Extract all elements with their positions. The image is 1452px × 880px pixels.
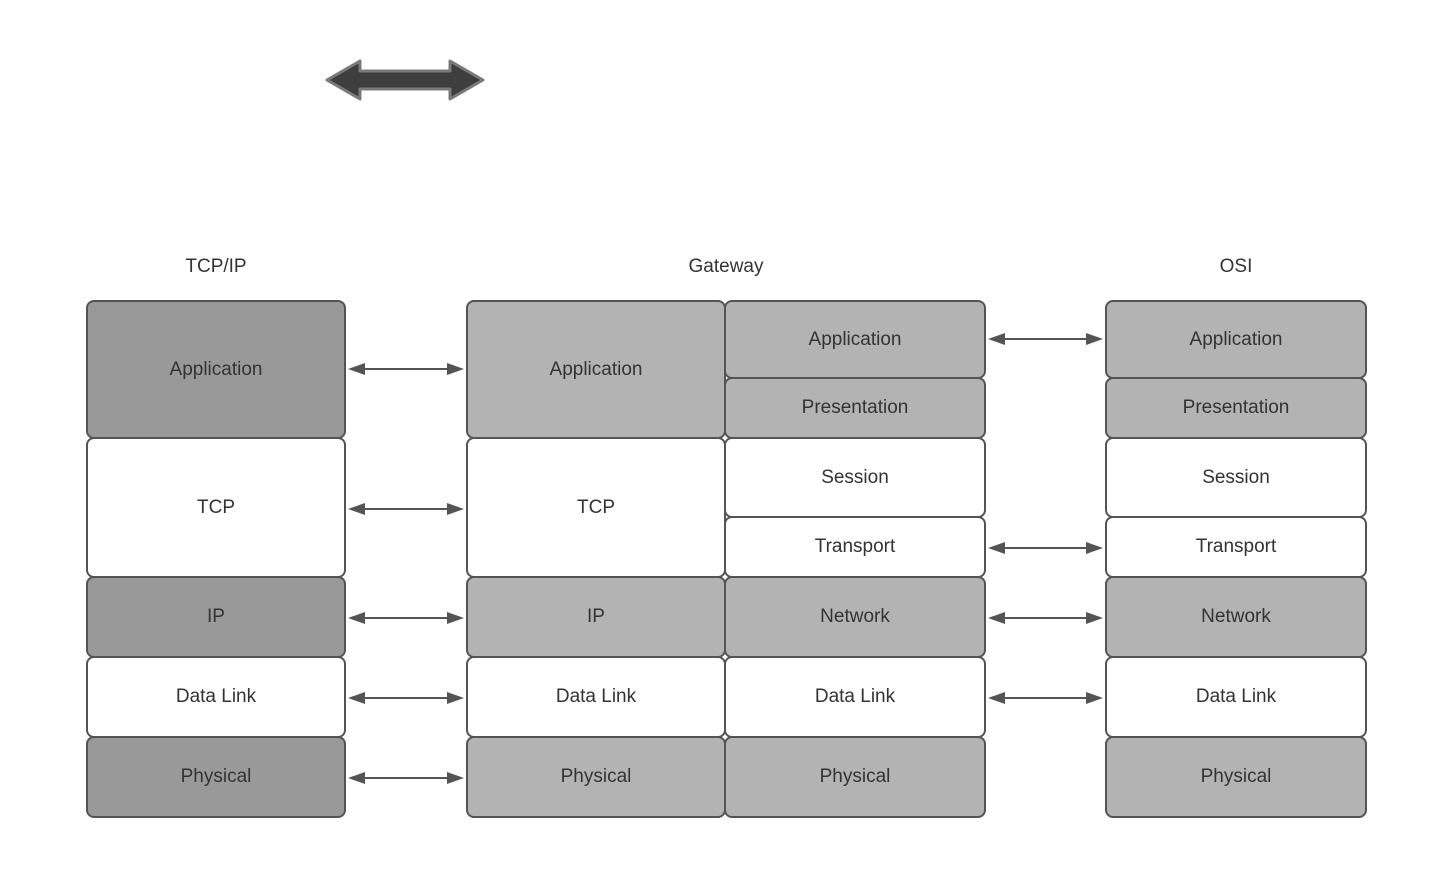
double-arrow-icon-gateway-to-osi-transport [988, 542, 1103, 554]
layer-box-gateway-right-data-link: Data Link [724, 656, 986, 738]
column-header-tcpip: TCP/IP [185, 256, 247, 277]
layer-box-tcpip-physical: Physical [86, 736, 346, 818]
layer-box-gateway-right-physical: Physical [724, 736, 986, 818]
layer-box-gateway-left-ip: IP [466, 576, 726, 658]
layer-box-osi-data-link: Data Link [1105, 656, 1367, 738]
double-arrow-icon-gateway-to-osi-application [988, 333, 1103, 345]
double-arrow-icon-tcpip-to-gateway-data-link [348, 692, 464, 704]
double-arrow-icon-tcpip-to-gateway-tcp [348, 503, 464, 515]
layer-box-gateway-left-physical: Physical [466, 736, 726, 818]
layer-box-gateway-left-tcp: TCP [466, 437, 726, 578]
layer-box-osi-transport: Transport [1105, 516, 1367, 578]
double-arrow-icon-tcpip-to-gateway-application [348, 363, 464, 375]
double-arrow-icon-gateway-to-osi-network [988, 612, 1103, 624]
layer-box-tcpip-ip: IP [86, 576, 346, 658]
layer-box-osi-presentation: Presentation [1105, 377, 1367, 439]
layer-box-gateway-right-presentation: Presentation [724, 377, 986, 439]
layer-box-osi-session: Session [1105, 437, 1367, 518]
layer-box-gateway-right-session: Session [724, 437, 986, 518]
layer-box-osi-physical: Physical [1105, 736, 1367, 818]
layer-box-gateway-right-transport: Transport [724, 516, 986, 578]
double-arrow-icon-tcpip-to-gateway-ip [348, 612, 464, 624]
thick-double-arrow-shape [325, 59, 485, 101]
layer-box-gateway-left-data-link: Data Link [466, 656, 726, 738]
layer-box-tcpip-application: Application [86, 300, 346, 439]
layer-box-gateway-right-network: Network [724, 576, 986, 658]
layer-box-tcpip-tcp: TCP [86, 437, 346, 578]
layer-box-tcpip-data-link: Data Link [86, 656, 346, 738]
column-header-gateway: Gateway [688, 256, 764, 277]
thick-double-arrow-icon [325, 59, 485, 101]
layer-box-gateway-right-application: Application [724, 300, 986, 379]
layer-box-gateway-left-application: Application [466, 300, 726, 439]
column-header-osi: OSI [1219, 256, 1253, 277]
double-arrow-icon-gateway-to-osi-data-link [988, 692, 1103, 704]
double-arrow-icon-tcpip-to-gateway-physical [348, 772, 464, 784]
layer-box-osi-network: Network [1105, 576, 1367, 658]
layer-box-osi-application: Application [1105, 300, 1367, 379]
